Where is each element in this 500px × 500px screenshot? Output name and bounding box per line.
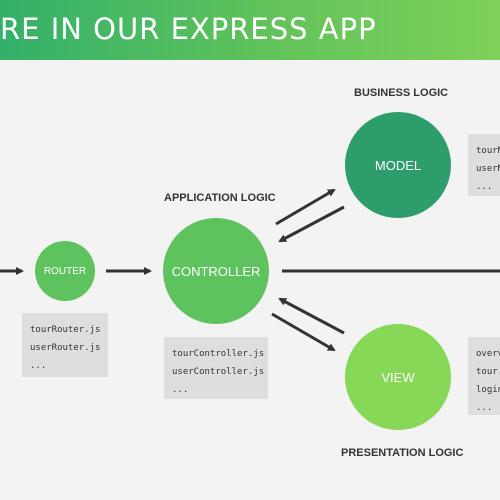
page-title: RE IN OUR EXPRESS APP (0, 12, 377, 46)
router-node: ROUTER (35, 241, 95, 301)
controller-file: tourController.js (172, 349, 265, 359)
model-file: userM (476, 164, 500, 174)
controller-file: ... (172, 385, 189, 395)
arrow-model-to-controller (278, 205, 345, 243)
controller-files: tourController.js userController.js ... (164, 337, 268, 399)
view-file: tour. (476, 367, 500, 377)
model-file: ... (476, 182, 493, 192)
controller-node: CONTROLLER (163, 218, 269, 324)
arrow-controller-to-model (275, 188, 336, 226)
view-file: login (476, 385, 500, 395)
view-node: VIEW (345, 324, 451, 430)
business-logic-label: BUSINESS LOGIC (354, 87, 449, 99)
application-logic-label: APPLICATION LOGIC (164, 192, 276, 204)
view-files: overv tour. login ... (468, 337, 500, 415)
router-files: tourRouter.js userRouter.js ... (22, 313, 108, 377)
router-file: tourRouter.js (30, 325, 101, 335)
view-file: overv (476, 349, 500, 359)
header-banner: RE IN OUR EXPRESS APP (0, 0, 500, 60)
presentation-logic-label: PRESENTATION LOGIC (341, 447, 464, 459)
arrow-view-to-controller (278, 297, 345, 335)
model-file: tourM (476, 146, 500, 156)
router-file: ... (30, 361, 47, 371)
model-files: tourM userM ... (468, 134, 500, 196)
arrow-controller-to-view (271, 312, 336, 352)
router-file: userRouter.js (30, 343, 101, 353)
view-file: ... (476, 403, 493, 413)
controller-file: userController.js (172, 367, 265, 377)
model-node: MODEL (345, 112, 451, 218)
